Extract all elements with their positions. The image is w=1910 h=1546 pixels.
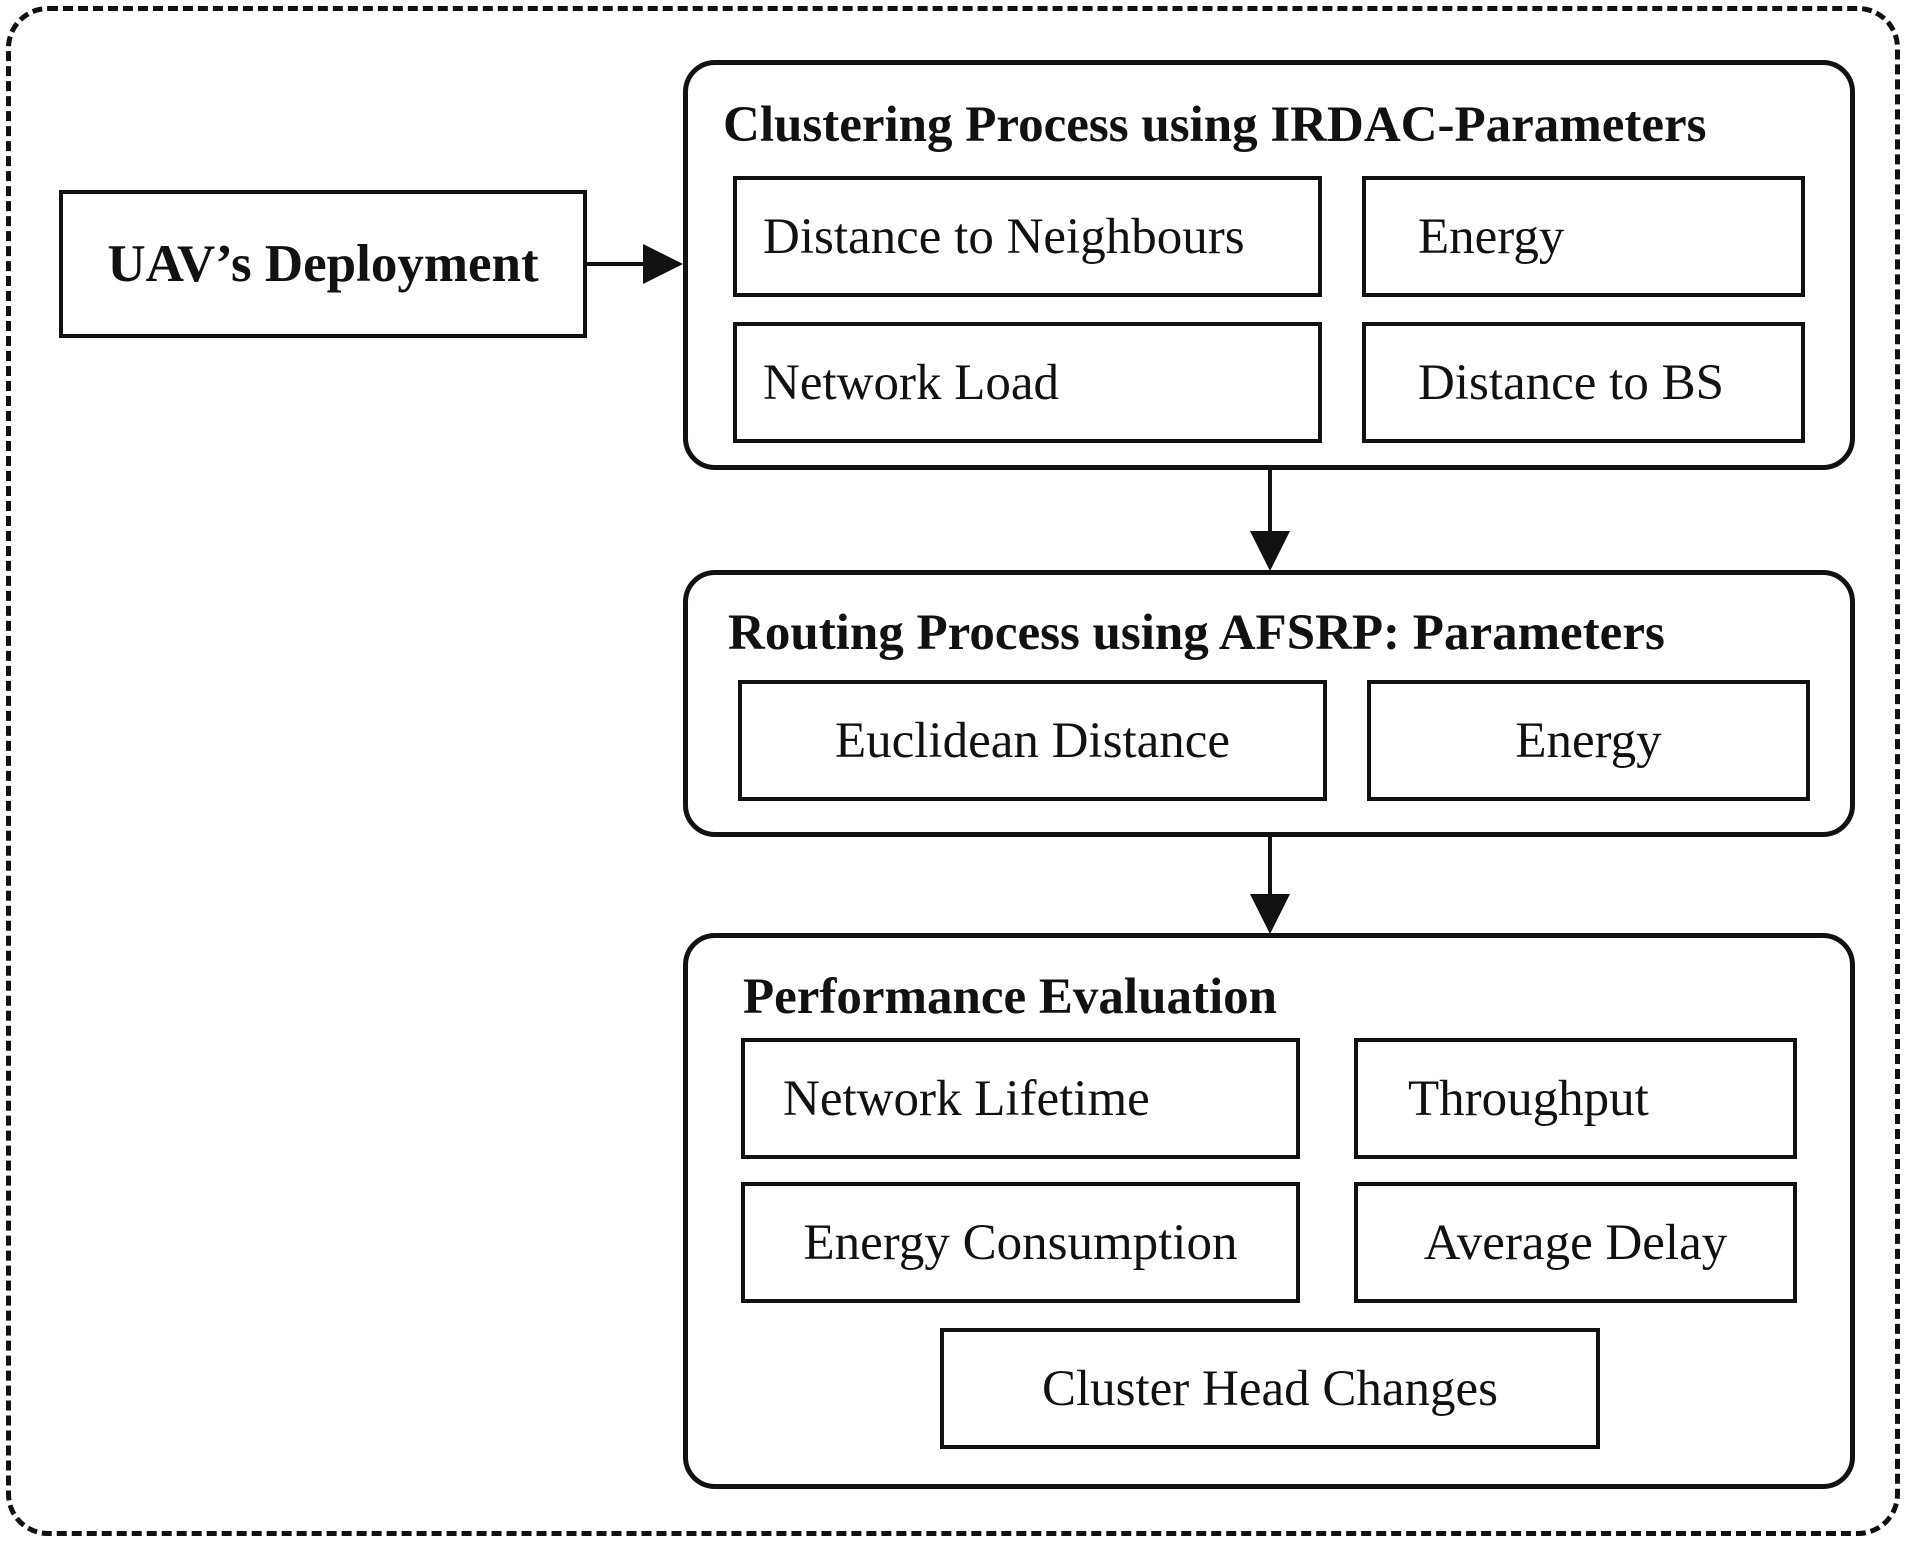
- param-network-lifetime: Network Lifetime: [741, 1038, 1300, 1159]
- param-euclidean-distance: Euclidean Distance: [738, 680, 1327, 801]
- param-energy-consumption: Energy Consumption: [741, 1182, 1300, 1303]
- routing-process-title: Routing Process using AFSRP: Parameters: [728, 605, 1665, 661]
- performance-evaluation-title: Performance Evaluation: [743, 969, 1277, 1025]
- outer-dashed-frame: [6, 6, 1900, 1536]
- param-average-delay: Average Delay: [1354, 1182, 1797, 1303]
- param-clustering-energy: Energy: [1362, 176, 1805, 297]
- param-throughput: Throughput: [1354, 1038, 1797, 1159]
- param-network-load: Network Load: [733, 322, 1322, 443]
- param-routing-energy: Energy: [1367, 680, 1810, 801]
- uav-deployment-label: UAV’s Deployment: [107, 235, 539, 293]
- param-distance-to-bs: Distance to BS: [1362, 322, 1805, 443]
- uav-deployment-box: UAV’s Deployment: [59, 190, 587, 338]
- param-distance-to-neighbours: Distance to Neighbours: [733, 176, 1322, 297]
- param-cluster-head-changes: Cluster Head Changes: [940, 1328, 1600, 1449]
- clustering-process-title: Clustering Process using IRDAC-Parameter…: [723, 97, 1707, 153]
